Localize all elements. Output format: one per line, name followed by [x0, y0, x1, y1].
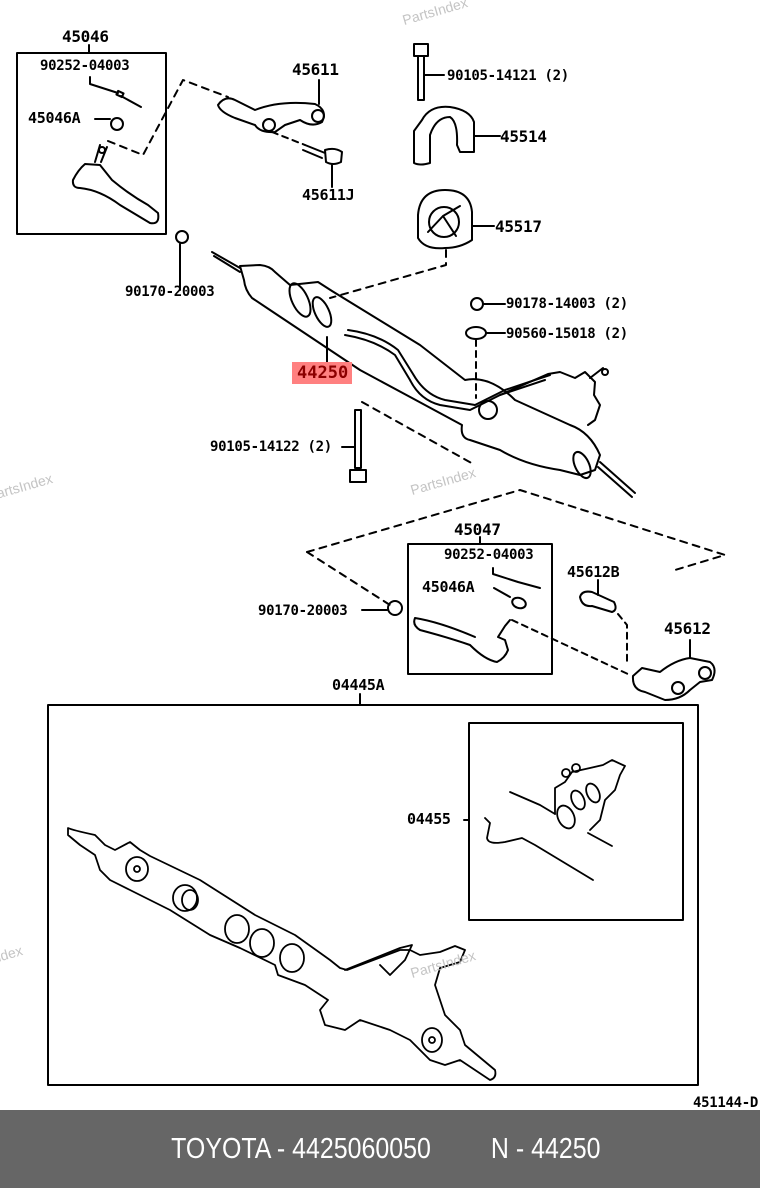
nut-left-icon [110, 117, 124, 131]
tie-rod-end-left-icon [71, 144, 160, 225]
label-90178-14003[interactable]: 90178-14003 (2) [506, 296, 628, 312]
label-90170-20003-lower[interactable]: 90170-20003 [258, 603, 348, 619]
label-90170-20003-upper[interactable]: 90170-20003 [125, 284, 215, 300]
bolt-top-icon [413, 43, 429, 101]
footer-part-number: TOYOTA - 4425060050 [171, 1132, 432, 1165]
nut-flange-icon [470, 297, 484, 311]
knuckle-bolt-right-icon [579, 590, 617, 613]
steering-rack-icon [211, 251, 636, 498]
nut-lower-icon [387, 600, 403, 616]
parts-diagram: PartsIndex PartsIndex PartsIndex PartsIn… [0, 0, 758, 1111]
washer-icon [465, 326, 487, 340]
nut-upper-icon [175, 230, 189, 244]
label-90105-14122[interactable]: 90105-14122 (2) [210, 439, 332, 455]
footer-diagram-number: N - 44250 [491, 1132, 601, 1165]
cotter-pin-right-icon [492, 567, 541, 589]
tie-rod-end-left-box [16, 52, 167, 235]
label-45611[interactable]: 45611 [292, 60, 339, 79]
valve-kit-box [468, 722, 684, 921]
label-45612[interactable]: 45612 [664, 619, 711, 638]
label-45514[interactable]: 45514 [500, 127, 547, 146]
label-44250-highlighted[interactable]: 44250 [292, 362, 353, 384]
gasket-kit-rack-icon [67, 827, 497, 1081]
label-45046a-right[interactable]: 45046A [422, 578, 475, 596]
label-45046a-left[interactable]: 45046A [28, 109, 81, 127]
diagram-drawing [16, 43, 726, 1086]
knuckle-arm-right-icon [631, 657, 716, 701]
label-04445a[interactable]: 04445A [332, 676, 385, 694]
knuckle-bolt-left-icon [302, 144, 343, 165]
tie-rod-end-right-icon [413, 617, 511, 663]
bolt-lower-icon [349, 409, 367, 483]
valve-kit-icon [484, 759, 626, 881]
bracket-icon [413, 105, 475, 166]
label-45046[interactable]: 45046 [62, 27, 109, 46]
diagram-reference-code: 451144-D [692, 1095, 758, 1111]
label-45612b[interactable]: 45612B [567, 563, 620, 581]
label-90105-14121[interactable]: 90105-14121 (2) [447, 68, 569, 84]
grommet-icon [417, 189, 473, 250]
footer-bar: TOYOTA - 4425060050 N - 44250 [0, 1110, 760, 1188]
label-04455[interactable]: 04455 [407, 810, 451, 828]
label-90252-04003-left[interactable]: 90252-04003 [40, 58, 130, 74]
cotter-pin-left-icon [89, 76, 142, 108]
label-45517[interactable]: 45517 [495, 217, 542, 236]
gasket-kit-box [47, 704, 699, 1086]
label-45047[interactable]: 45047 [454, 520, 501, 539]
label-90560-15018[interactable]: 90560-15018 (2) [506, 326, 628, 342]
label-90252-04003-right[interactable]: 90252-04003 [444, 547, 534, 563]
knuckle-arm-left-icon [217, 97, 325, 134]
label-45611j[interactable]: 45611J [302, 186, 355, 204]
nut-right-icon [511, 596, 527, 610]
